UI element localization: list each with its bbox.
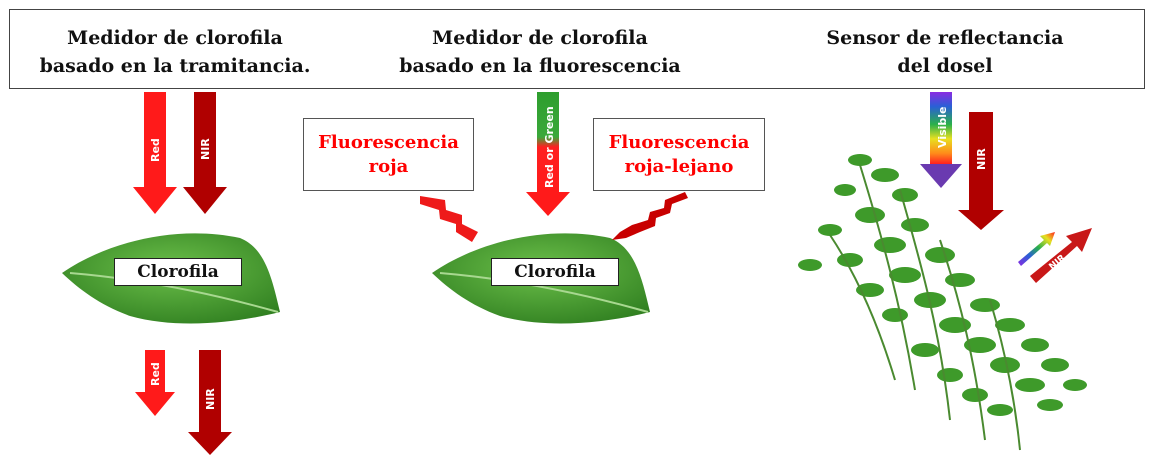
arrow-red-or-green: Red or Green [526, 92, 570, 216]
arrow-label-red: Red [149, 138, 162, 162]
arrow-visible-reflected [1018, 232, 1055, 266]
arrow-label-nir-transmitted: NIR [204, 388, 217, 410]
arrow-red-transmitted: Red [135, 350, 175, 416]
arrow-nir-transmitted: NIR [188, 350, 232, 455]
arrow-label-nir: NIR [199, 138, 212, 160]
arrow-nir-reflected: NIR [1030, 228, 1092, 283]
title-transmittance: Medidor de clorofila basado en la tramit… [39, 27, 311, 77]
arrow-label-red-or-green: Red or Green [543, 106, 556, 188]
arrow-red-incident: Red [133, 92, 177, 214]
leaf-label-middle: Clorofila [491, 258, 619, 286]
callout-far-red-fluorescence: Fluorescencia roja-lejano [593, 118, 765, 191]
header-frame [9, 9, 1145, 89]
arrow-label-red-transmitted: Red [149, 362, 162, 386]
arrow-label-visible: Visible [936, 106, 949, 148]
title-fluorescence: Medidor de clorofila basado en la fluore… [399, 27, 681, 77]
zigzag-red-fluorescence [420, 196, 478, 242]
arrow-nir-canopy: NIR [958, 112, 1004, 230]
arrow-label-nir-canopy: NIR [975, 148, 988, 170]
arrow-nir-incident: NIR [183, 92, 227, 214]
leaf-label-left: Clorofila [114, 258, 242, 286]
canopy-plants [798, 154, 1087, 451]
arrow-visible: Visible [920, 92, 962, 188]
callout-red-fluorescence: Fluorescencia roja [303, 118, 474, 191]
title-canopy: Sensor de reflectancia del dosel [826, 27, 1064, 77]
zigzag-far-red-fluorescence [612, 192, 688, 240]
